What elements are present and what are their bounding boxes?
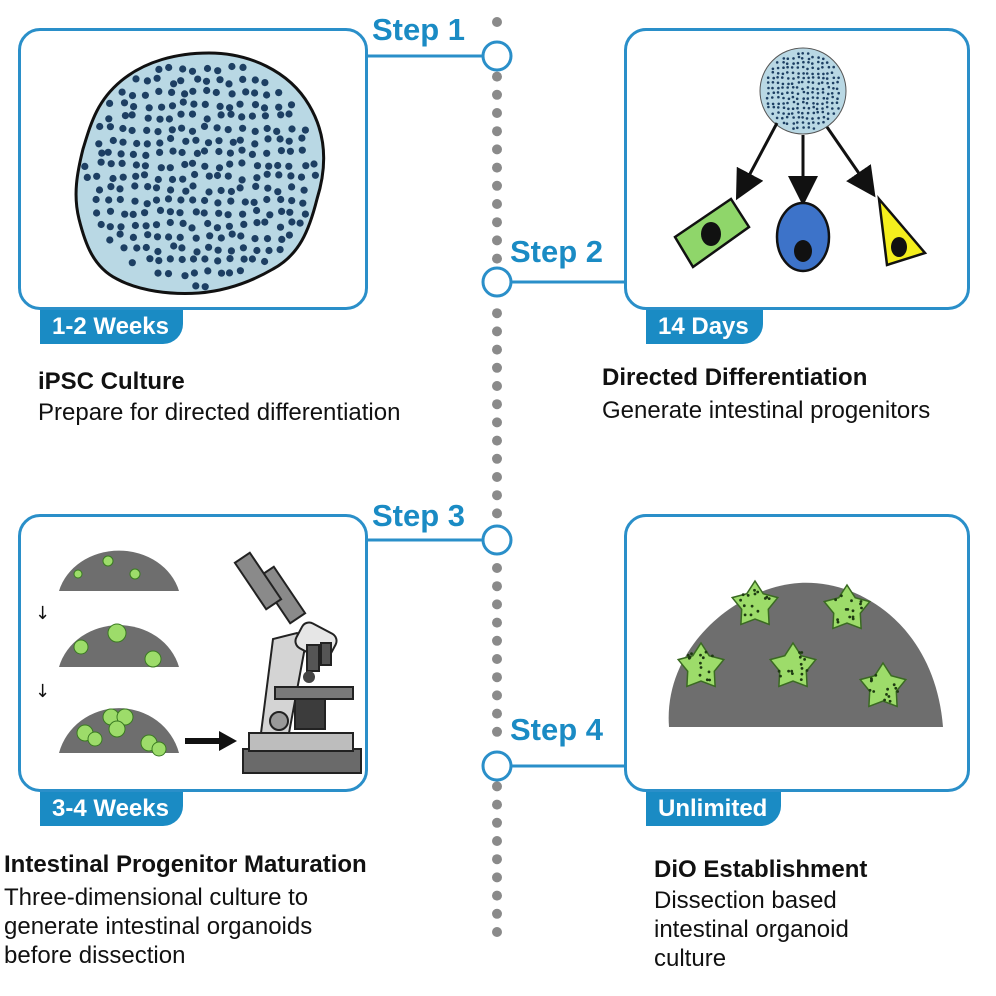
ipsc-colony-icon [74, 51, 326, 295]
organoid-icon [858, 661, 908, 708]
organoid-dome-illustration [668, 579, 943, 727]
duration-badge-step-2: 14 Days [646, 310, 763, 344]
organoid-icon [676, 641, 726, 688]
description-line: generate intestinal organoids [4, 913, 313, 940]
step-1-label: Step 1 [372, 12, 466, 47]
maturation-illustration: ↓ ↓ [35, 550, 362, 774]
timeline-node-2 [481, 266, 513, 298]
description-line: Three-dimensional culture to [4, 884, 309, 911]
green-cell-icon [673, 197, 751, 269]
matrigel-dome-icon [59, 708, 179, 757]
description-line: culture [654, 945, 727, 972]
timeline-node-4 [481, 750, 513, 782]
step-2-title: Directed Differentiation [602, 364, 868, 391]
step-4-label: Step 4 [510, 712, 604, 747]
matrigel-dome-icon [59, 550, 179, 591]
duration-badge-step-1: 1-2 Weeks [40, 310, 183, 344]
step-1-title: iPSC Culture [38, 368, 185, 395]
arrow-icon: ↓ [35, 603, 50, 624]
description-line: Generate intestinal progenitors [602, 397, 931, 424]
step-3-panel: ↓ ↓ [18, 514, 368, 792]
differentiation-tree-icon [673, 47, 928, 273]
step-3-title: Intestinal Progenitor Maturation [4, 851, 367, 878]
step-3-description: Three-dimensional culture to generate in… [4, 883, 312, 970]
description-line: intestinal organoid [654, 916, 849, 943]
step-2-label: Step 2 [510, 234, 604, 269]
description-line: Dissection based [654, 887, 837, 914]
description-line: before dissection [4, 942, 186, 969]
step-2-description: Generate intestinal progenitors [602, 396, 930, 425]
step-1-panel [18, 28, 368, 310]
step-1-description: Prepare for directed differentiation [38, 398, 400, 427]
description-line: Prepare for directed differentiation [38, 399, 401, 426]
organoid-icon [768, 641, 818, 688]
step-4-title: DiO Establishment [654, 856, 868, 883]
step-2-panel [624, 28, 970, 310]
microscope-icon [233, 551, 362, 774]
step-4-panel [624, 514, 970, 792]
organoid-icon [822, 583, 872, 630]
timeline-node-1 [481, 40, 513, 72]
yellow-cell-icon [877, 195, 928, 267]
step-4-description: Dissection based intestinal organoid cul… [654, 886, 849, 973]
duration-badge-step-4: Unlimited [646, 792, 782, 826]
timeline-node-3 [481, 524, 513, 556]
timeline-dots [492, 17, 502, 937]
step-3-label: Step 3 [372, 498, 466, 533]
arrow-icon: ↓ [35, 681, 50, 702]
organoid-icon [730, 579, 780, 626]
duration-badge-step-3: 3-4 Weeks [40, 792, 183, 826]
blue-cell-icon [775, 201, 831, 273]
arrow-icon [219, 731, 237, 751]
matrigel-dome-icon [59, 623, 179, 668]
